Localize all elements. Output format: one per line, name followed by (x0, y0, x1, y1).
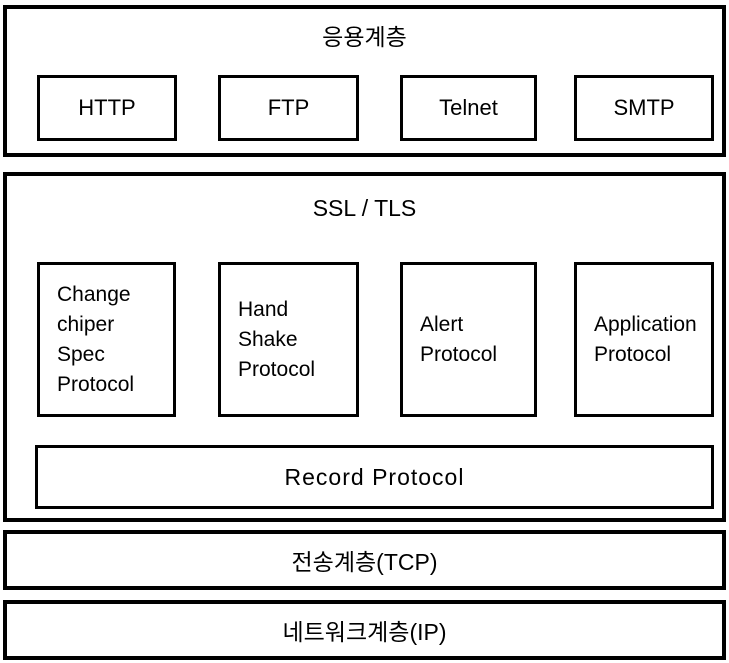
protocol-box-http-label: HTTP (78, 95, 136, 120)
ssl-tls-layer-section: SSL / TLS Change chiper Spec Protocol Ha… (3, 172, 726, 522)
protocol-box-record: Record Protocol (35, 445, 714, 509)
protocol-box-change-chiper-spec-label: Change chiper Spec Protocol (57, 282, 135, 396)
protocol-box-application: Application Protocol (574, 262, 714, 417)
protocol-box-ftp-label: FTP (267, 95, 310, 120)
ssl-tls-layer-title: SSL / TLS (312, 195, 417, 221)
protocol-box-smtp-label: SMTP (613, 95, 675, 120)
application-layer-section: 응용계층 HTTP FTP Telnet SMTP (3, 5, 726, 157)
transport-layer-title: 전송계층(TCP) (291, 549, 438, 575)
protocol-box-hand-shake-label: Hand Shake Protocol (238, 297, 316, 381)
protocol-box-smtp: SMTP (574, 75, 714, 141)
network-layer-title: 네트워크계층(IP) (282, 619, 447, 645)
network-layer-section: 네트워크계층(IP) (3, 600, 726, 660)
protocol-box-ftp: FTP (218, 75, 359, 141)
protocol-box-alert: Alert Protocol (400, 262, 537, 417)
transport-layer-section: 전송계층(TCP) (3, 530, 726, 590)
protocol-box-alert-label: Alert Protocol (420, 312, 498, 366)
protocol-box-hand-shake: Hand Shake Protocol (218, 262, 359, 417)
protocol-box-http: HTTP (37, 75, 177, 141)
protocol-box-application-label: Application Protocol (594, 312, 697, 366)
protocol-box-telnet: Telnet (400, 75, 537, 141)
protocol-box-telnet-label: Telnet (439, 95, 498, 120)
protocol-box-record-label: Record Protocol (284, 463, 465, 490)
protocol-box-change-chiper-spec: Change chiper Spec Protocol (37, 262, 176, 417)
application-layer-title: 응용계층 (322, 24, 407, 50)
